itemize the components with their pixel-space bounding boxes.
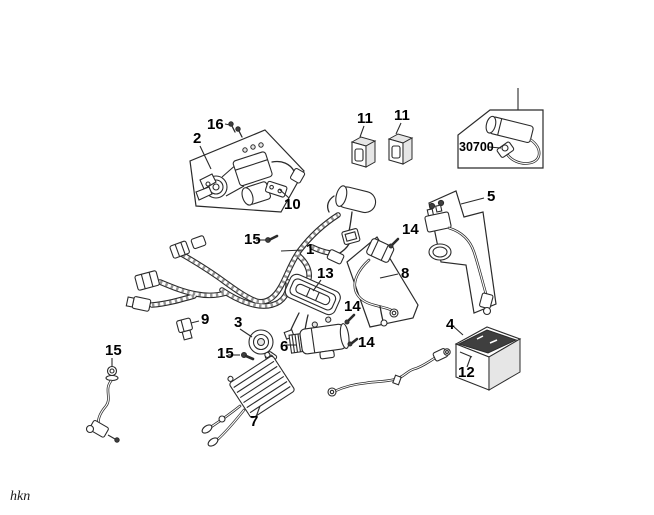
part-6-starter-motor [288, 316, 350, 360]
label-7: 7 [250, 413, 258, 430]
label-14-lower: 14 [358, 334, 375, 351]
part-16-screws [228, 121, 243, 138]
label-14-middle: 14 [344, 298, 361, 315]
harness-connector [125, 296, 152, 312]
label-4: 4 [446, 316, 455, 333]
harness-relay [341, 228, 361, 245]
label-13: 13 [317, 265, 334, 282]
harness-connector [190, 235, 207, 250]
label-15-harness: 15 [244, 231, 261, 248]
part-14-bolt-middle [344, 313, 356, 325]
part-14-bolt-lower [347, 337, 359, 347]
leader-lines [111, 122, 502, 418]
part-8-starter-cable [346, 236, 419, 328]
part-2-ignition-switch-assembly [189, 129, 306, 213]
part-5-enclosure-outline [428, 190, 497, 314]
watermark-text: hkn [10, 489, 30, 504]
part-15-bolt-horn [241, 352, 255, 361]
label-11-left: 11 [357, 110, 373, 127]
highlight-box-outline [457, 109, 544, 169]
label-5: 5 [487, 188, 495, 205]
part-2-enclosure-outline [189, 129, 305, 213]
harness-connector [134, 270, 160, 291]
part-30700-ignition-coil-box [457, 88, 544, 169]
label-6: 6 [280, 338, 288, 355]
label-16: 16 [207, 116, 224, 133]
label-3: 3 [234, 314, 242, 331]
part-11-relay-right [387, 133, 414, 165]
label-12: 12 [458, 364, 475, 381]
harness-connector [169, 240, 190, 259]
part-15-bolt-harness [265, 234, 279, 243]
harness-connector [326, 249, 345, 265]
part-7-regulator-rectifier [201, 351, 295, 447]
label-9: 9 [201, 311, 209, 328]
part-11-relay-left [350, 136, 377, 168]
part-9-connector [176, 317, 193, 341]
label-1: 1 [306, 241, 314, 258]
part-10-bracket [264, 180, 288, 198]
label-2: 2 [193, 130, 201, 147]
part-15-sensor-lead [85, 365, 120, 443]
label-8: 8 [401, 265, 409, 282]
label-11-right: 11 [394, 107, 410, 124]
part-5-starter-relay-assembly [424, 190, 497, 316]
part-12-ground-cable [327, 348, 451, 397]
label-14-upper: 14 [402, 221, 419, 238]
part-14-bolt-upper [388, 237, 400, 249]
part-number-labels: 16 2 11 11 30700 5 10 15 1 13 8 14 14 14… [105, 107, 495, 430]
label-15-sensor: 15 [105, 342, 122, 359]
part-4-battery [454, 326, 522, 391]
label-10: 10 [284, 196, 301, 213]
harness-condenser [335, 185, 377, 214]
part-1-wire-harness [125, 185, 377, 312]
label-15-horn: 15 [217, 345, 234, 362]
label-30700: 30700 [459, 140, 494, 154]
